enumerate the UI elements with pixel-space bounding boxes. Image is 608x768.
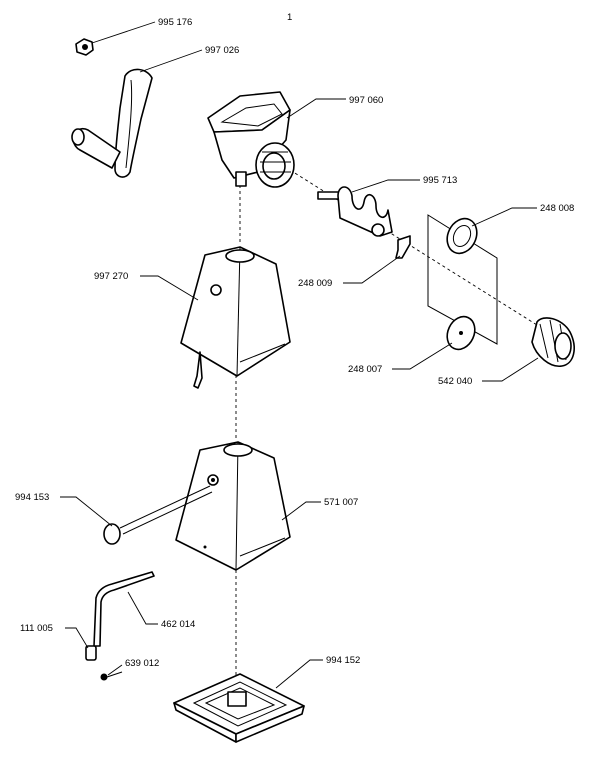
upper-base-part — [180, 246, 291, 389]
callout-111-005: 111 005 — [20, 623, 89, 649]
svg-text:997 060: 997 060 — [349, 95, 383, 106]
callout-997-026: 997 026 — [139, 45, 239, 73]
svg-text:462 014: 462 014 — [161, 619, 195, 630]
svg-text:997 270: 997 270 — [94, 271, 128, 282]
svg-text:248 009: 248 009 — [298, 278, 332, 289]
callout-997-060: 997 060 — [286, 95, 383, 119]
svg-text:995 176: 995 176 — [158, 17, 192, 28]
callout-639-012: 639 012 — [107, 658, 159, 676]
callout-542-040: 542 040 — [438, 357, 539, 387]
callout-248-008: 248 008 — [471, 203, 574, 227]
callout-997-270: 997 270 — [94, 271, 199, 301]
svg-text:542 040: 542 040 — [438, 376, 472, 387]
svg-text:571 007: 571 007 — [324, 497, 358, 508]
fine-disc-part — [446, 315, 476, 351]
callout-995-176: 995 176 — [91, 17, 192, 44]
page-mark: 1 — [287, 12, 292, 23]
svg-text:248 007: 248 007 — [348, 364, 382, 375]
callout-994-153: 994 153 — [15, 492, 113, 527]
callout-995-713: 995 713 — [351, 175, 457, 193]
coarse-disc-part — [446, 217, 478, 255]
lower-base-part — [175, 441, 291, 571]
lever-end-part — [85, 645, 97, 661]
crank-handle-part — [71, 68, 153, 178]
foot-plate-part — [173, 673, 305, 743]
screw-part — [100, 671, 123, 681]
callout-462-014: 462 014 — [127, 591, 195, 630]
svg-text:111 005: 111 005 — [20, 623, 53, 634]
clamp-screw-part — [103, 485, 213, 545]
callout-248-007: 248 007 — [348, 342, 453, 375]
svg-text:997 026: 997 026 — [205, 45, 239, 56]
svg-text:639 012: 639 012 — [125, 658, 159, 669]
svg-text:995 713: 995 713 — [423, 175, 457, 186]
lever-rod-part — [93, 571, 155, 647]
callout-994-152: 994 152 — [275, 655, 360, 689]
grinder-body-part — [207, 91, 295, 188]
nut-part — [75, 38, 94, 56]
cutter-blade-part — [395, 235, 411, 259]
svg-text:248 008: 248 008 — [540, 203, 574, 214]
ring-nut-part — [531, 317, 575, 367]
callout-571-007: 571 007 — [281, 497, 358, 521]
svg-text:994 152: 994 152 — [326, 655, 360, 666]
auger-screw-part — [317, 186, 393, 237]
callout-248-009: 248 009 — [298, 255, 401, 289]
svg-text:994 153: 994 153 — [15, 492, 49, 503]
